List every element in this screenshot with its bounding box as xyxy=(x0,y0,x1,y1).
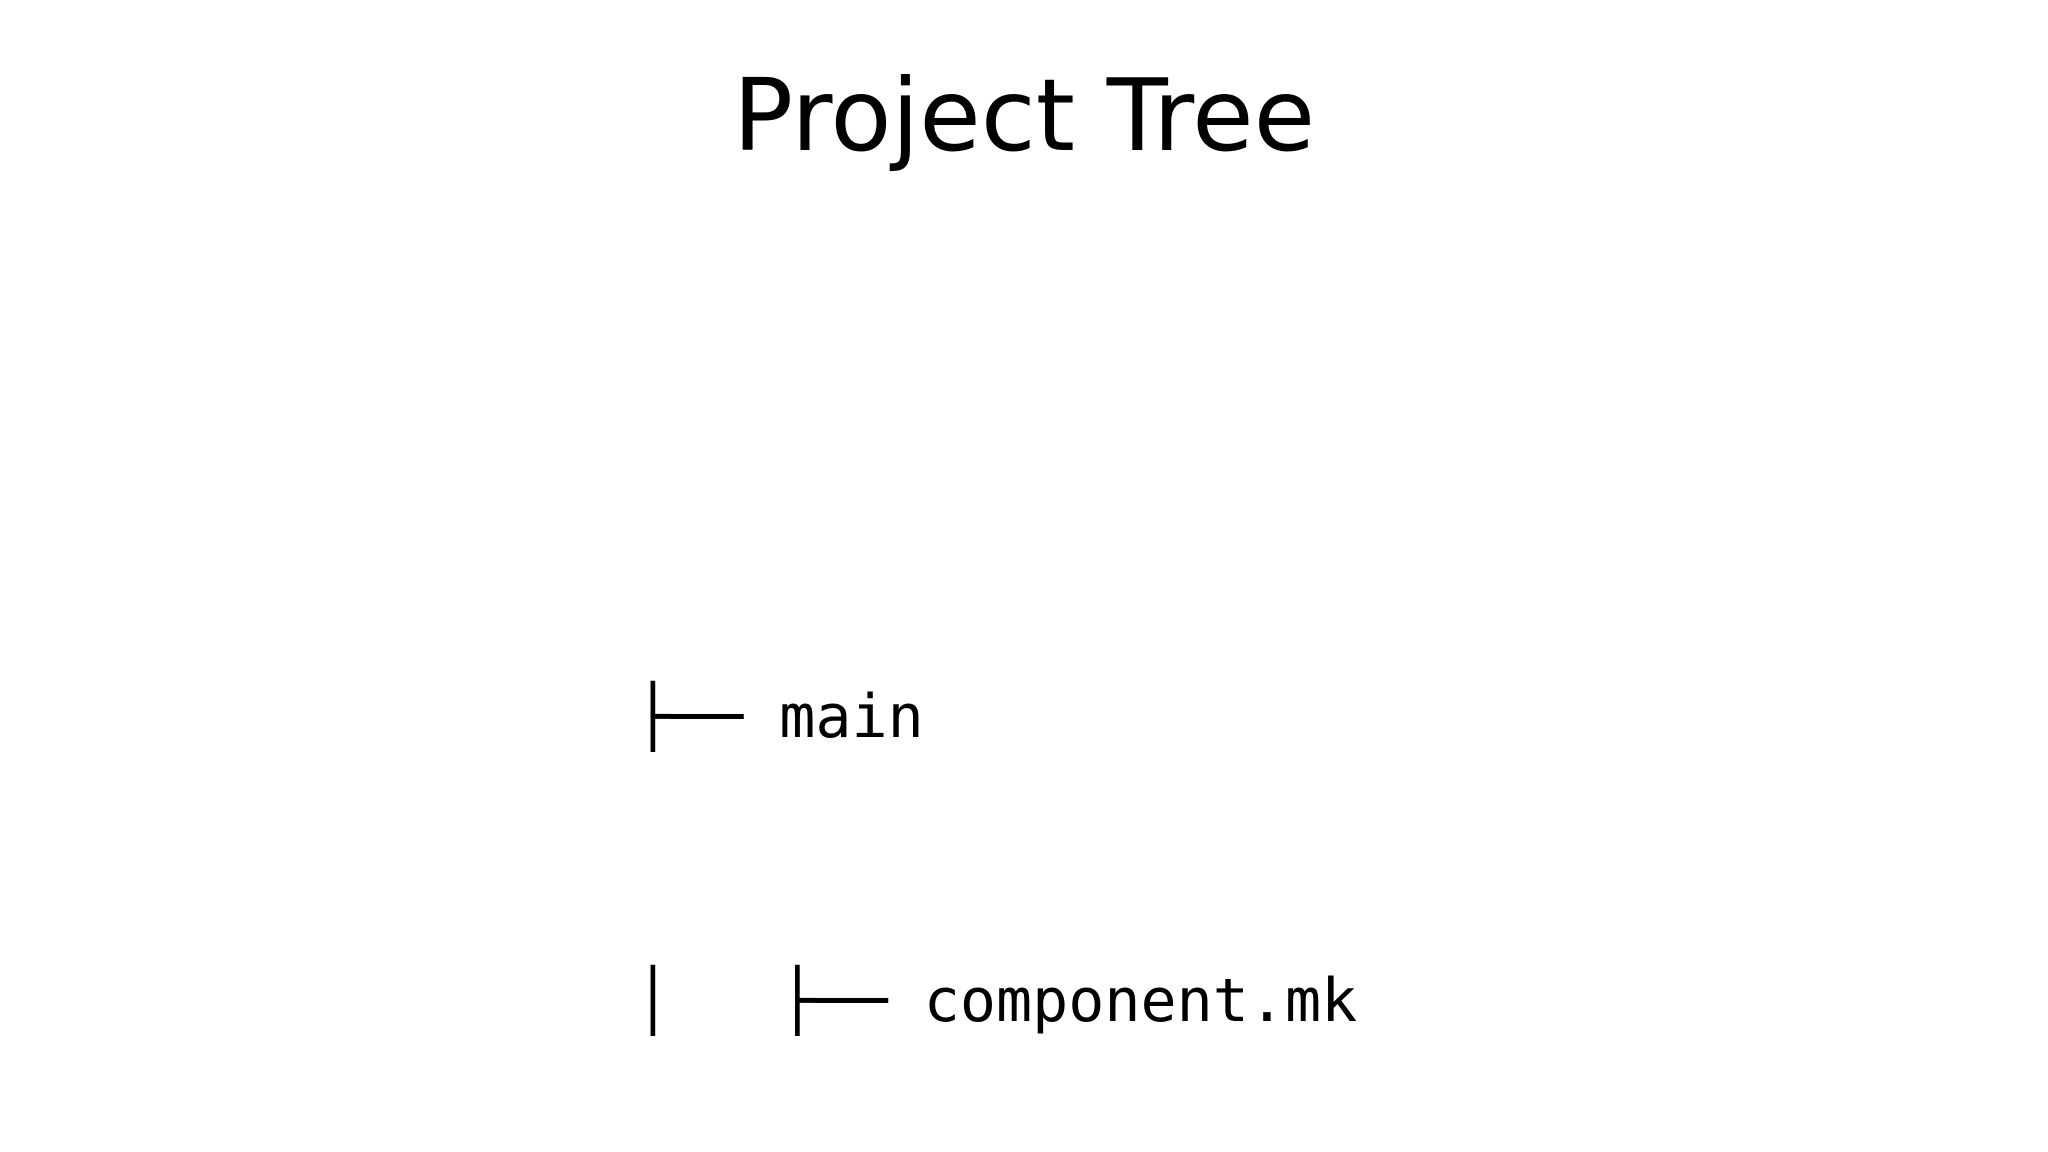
tree-item-label[interactable]: main xyxy=(779,682,924,752)
tree-row[interactable]: │ ├── component.mk xyxy=(418,895,1574,1036)
tree-branch-glyph: ├── xyxy=(634,682,780,752)
tree-branch-glyph: │ ├── xyxy=(634,966,924,1036)
tree-item-label[interactable]: component.mk xyxy=(923,966,1358,1036)
tree-row[interactable]: ├── main xyxy=(418,611,1574,752)
file-tree: ├── main │ ├── component.mk │ └── hello_… xyxy=(418,398,1574,1152)
page-title: Project Tree xyxy=(732,57,1316,174)
